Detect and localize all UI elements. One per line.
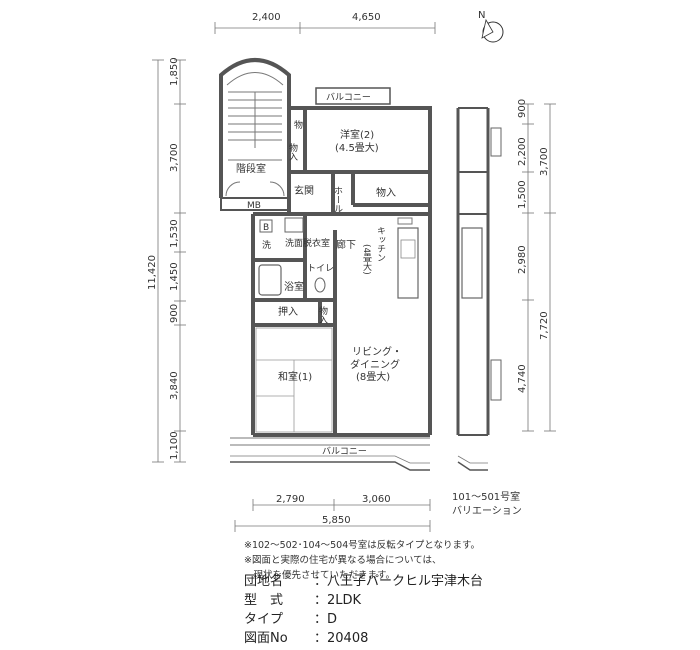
living-label-1: リビング・ — [352, 345, 402, 358]
kitchen-fridge-mark — [397, 217, 413, 225]
note-line: ※図面と実際の住宅が異なる場合については、 — [244, 555, 442, 566]
info-row-estate: 団地名 ：八王子パークヒル宇津木台 — [244, 572, 483, 591]
toilet-label: トイレ — [307, 264, 334, 274]
japanese-room-label: 和室(1) — [278, 370, 312, 383]
stair-label: 階段室 — [236, 162, 266, 175]
balcony-top-label: バルコニー — [326, 92, 371, 103]
kitchen-sink — [400, 239, 416, 259]
dim-right-total-lower: 7,720 — [539, 311, 550, 340]
info-value: 20408 — [327, 631, 369, 646]
dim-left-4: 1,450 — [169, 262, 180, 291]
dim-left-total: 11,420 — [147, 255, 158, 290]
dim-right-total-upper: 3,700 — [539, 147, 550, 176]
unit-walls — [251, 106, 432, 437]
balcony-bottom — [230, 437, 430, 471]
variation-label-1: 101～501号室 — [452, 490, 520, 503]
western-room-size: (4.5畳大) — [335, 141, 379, 154]
storage-top-label-1: 物 — [294, 119, 303, 131]
dim-bottom-left: 2,790 — [276, 494, 305, 505]
info-value: 八王子パークヒル宇津木台 — [327, 574, 484, 589]
dimension-lines — [152, 22, 556, 532]
note-line: ※102～502･104～504号室は反転タイプとなります。 — [244, 540, 481, 551]
toilet-bowl — [314, 277, 326, 293]
dim-top-right: 4,650 — [352, 12, 381, 23]
note-line: 現状を優先させていただきます。 — [244, 570, 396, 581]
dim-left-6: 3,840 — [169, 371, 180, 400]
dim-bottom-right: 3,060 — [362, 494, 391, 505]
info-value: 2LDK — [327, 593, 362, 608]
property-info: 団地名：八王子パークヒル宇津木台 型 式：2LDK タイプ：D 図面No：204… — [244, 572, 483, 648]
balcony-bottom-label: バルコニー — [322, 446, 367, 457]
dim-right-4: 2,980 — [517, 245, 528, 274]
kitchen-label: キッチン — [375, 226, 386, 262]
washbasin — [284, 217, 304, 233]
entrance-label: 玄関 — [294, 184, 314, 197]
dim-left-3: 1,530 — [169, 219, 180, 248]
corridor-label: 廊下 — [336, 238, 356, 251]
info-row-drawing-no: 図面No ：20408 — [244, 629, 483, 648]
dim-right-1: 900 — [517, 99, 528, 118]
info-row-variant: タイプ ：D — [244, 610, 483, 629]
dressing-label: 洗面脱衣室 — [285, 237, 330, 249]
tatami-mats — [255, 327, 333, 433]
living-size: (8畳大) — [356, 370, 390, 383]
dim-right-2: 2,200 — [517, 137, 528, 166]
info-label: 団地名 — [244, 574, 284, 589]
dim-top-left: 2,400 — [252, 12, 281, 23]
kitchen-size: (4畳大) — [361, 244, 372, 275]
bath-label: 浴室 — [284, 280, 304, 293]
info-label: 型 式 — [244, 593, 284, 608]
western-room-name: 洋室(2) — [340, 128, 374, 141]
dim-right-3: 1,500 — [517, 180, 528, 209]
info-row-type: 型 式 ：2LDK — [244, 591, 483, 610]
kitchen-counter — [397, 227, 419, 299]
info-sep: ： — [314, 574, 328, 589]
compass — [481, 18, 504, 44]
washer-label: 洗 — [262, 239, 271, 251]
info-sep: ： — [314, 631, 328, 646]
storage-top-label: 物入 — [287, 142, 298, 161]
hall-label: ホール — [332, 186, 343, 213]
storage-hall-label: 物入 — [376, 186, 396, 199]
laundry-box — [259, 219, 273, 233]
info-sep: ： — [314, 612, 328, 627]
dim-left-7: 1,100 — [169, 431, 180, 460]
balcony-top-box — [315, 87, 391, 105]
info-label: タイプ — [244, 612, 284, 627]
laundry-mark: B — [263, 223, 269, 233]
storage-small-label: 物入 — [317, 305, 328, 324]
dim-left-2: 3,700 — [169, 143, 180, 172]
info-value: D — [327, 612, 338, 627]
dim-left-1: 1,850 — [169, 57, 180, 86]
dim-right-5: 4,740 — [517, 364, 528, 393]
variation-label-2: バリエーション — [452, 505, 522, 517]
info-label: 図面No — [244, 631, 288, 646]
variation-strip — [456, 107, 502, 471]
compass-north-label: N — [478, 10, 485, 21]
dim-bottom-total: 5,850 — [322, 515, 351, 526]
stairwell — [219, 58, 291, 198]
bathtub — [258, 264, 282, 296]
info-sep: ： — [314, 593, 328, 608]
closet-label: 押入 — [278, 305, 298, 318]
mb-label: MB — [247, 201, 261, 211]
notes: ※102～502･104～504号室は反転タイプとなります。 ※図面と実際の住宅… — [244, 538, 480, 583]
living-label-2: ダイニング — [350, 358, 400, 371]
dim-left-5: 900 — [169, 304, 180, 323]
